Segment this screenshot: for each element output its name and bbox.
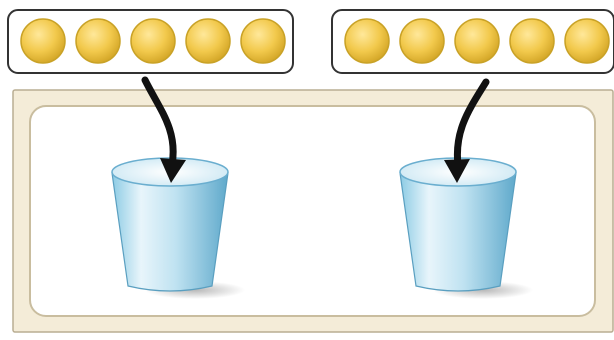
arrowhead: [160, 158, 186, 183]
counter-icon: [344, 18, 390, 64]
counter-icon: [509, 18, 555, 64]
counter-icon: [20, 18, 66, 64]
cup-icon: [111, 172, 229, 292]
counter-group-1: [7, 9, 294, 74]
tray: [12, 89, 614, 333]
counter-group-2: [331, 9, 614, 74]
counter-icon: [454, 18, 500, 64]
counter-icon: [240, 18, 286, 64]
counter-icon: [75, 18, 121, 64]
counter-icon: [185, 18, 231, 64]
arrow-icon: [141, 76, 177, 169]
arrow-icon: [453, 78, 490, 169]
counter-icon: [564, 18, 610, 64]
arrowhead: [444, 159, 470, 183]
counter-icon: [130, 18, 176, 64]
counter-icon: [399, 18, 445, 64]
cup-2: [399, 157, 533, 299]
cup-icon: [399, 172, 517, 292]
cup-1: [111, 157, 245, 299]
arrow-1: [141, 76, 186, 183]
arrow-2: [444, 78, 490, 183]
